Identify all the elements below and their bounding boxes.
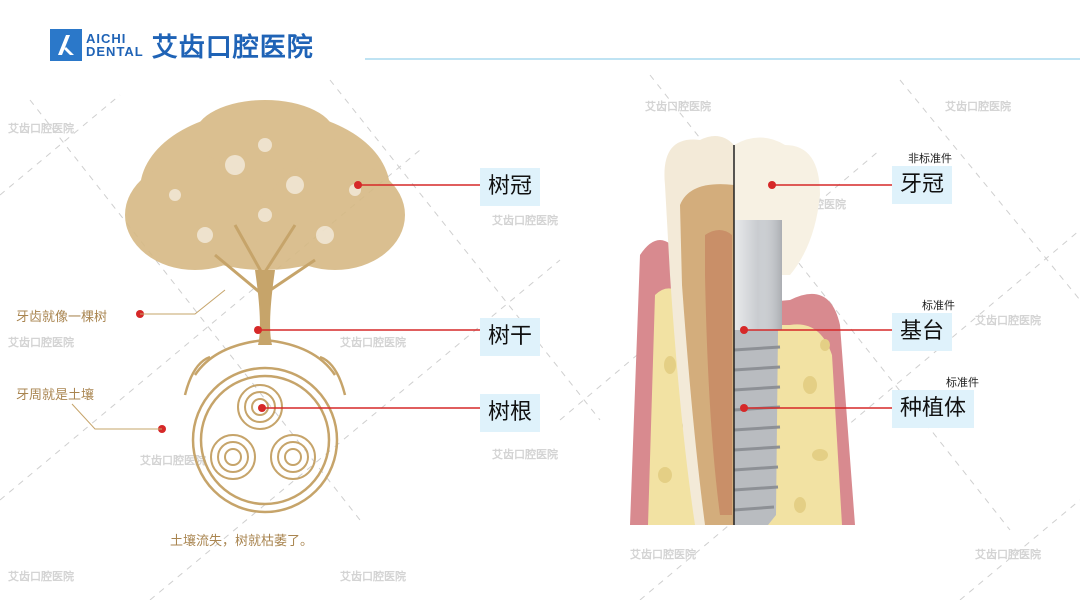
tooth-like-tree-note: 牙齿就像一棵树 [16, 310, 108, 325]
watermark: 艾齿口腔医院 [492, 448, 558, 461]
watermark: 艾齿口腔医院 [340, 336, 406, 349]
abutment-note: 标准件 [922, 299, 955, 312]
fixture-label: 种植体 [892, 390, 975, 428]
watermark: 艾齿口腔医院 [8, 336, 74, 349]
watermark: 艾齿口腔医院 [630, 548, 696, 561]
tree-connectors [71, 181, 480, 433]
tree-trunk-label: 树干 [480, 318, 541, 356]
implant-connectors [740, 181, 892, 412]
logo-mark-icon [50, 29, 82, 61]
watermark: 艾齿口腔医院 [945, 100, 1011, 113]
header-divider [365, 58, 1080, 60]
watermark: 艾齿口腔医院 [8, 570, 74, 583]
logo: AICHI DENTAL 艾齿口腔医院 [50, 28, 314, 63]
watermark: 艾齿口腔医院 [975, 548, 1041, 561]
implant-crown-label: 牙冠 [892, 166, 953, 204]
logo-chinese: 艾齿口腔医院 [151, 32, 314, 63]
crown-note: 非标准件 [908, 152, 952, 165]
fixture-note: 标准件 [946, 376, 979, 389]
tree-crown-label: 树冠 [480, 168, 541, 206]
tree-root-label: 树根 [480, 394, 541, 432]
watermark: 艾齿口腔医院 [340, 570, 406, 583]
logo-english: AICHI DENTAL [86, 31, 144, 59]
watermark: 艾齿口腔医院 [645, 100, 711, 113]
watermark: 艾齿口腔医院 [975, 314, 1041, 327]
tree-caption: 土壤流失，树就枯萎了。 [170, 534, 314, 549]
periodontium-soil-note: 牙周就是土壤 [16, 388, 95, 403]
watermark: 艾齿口腔医院 [492, 214, 558, 227]
tree-illustration [125, 100, 405, 514]
watermark: 艾齿口腔医院 [140, 454, 206, 467]
abutment-label: 基台 [892, 313, 953, 351]
watermark: 艾齿口腔医院 [8, 122, 74, 135]
